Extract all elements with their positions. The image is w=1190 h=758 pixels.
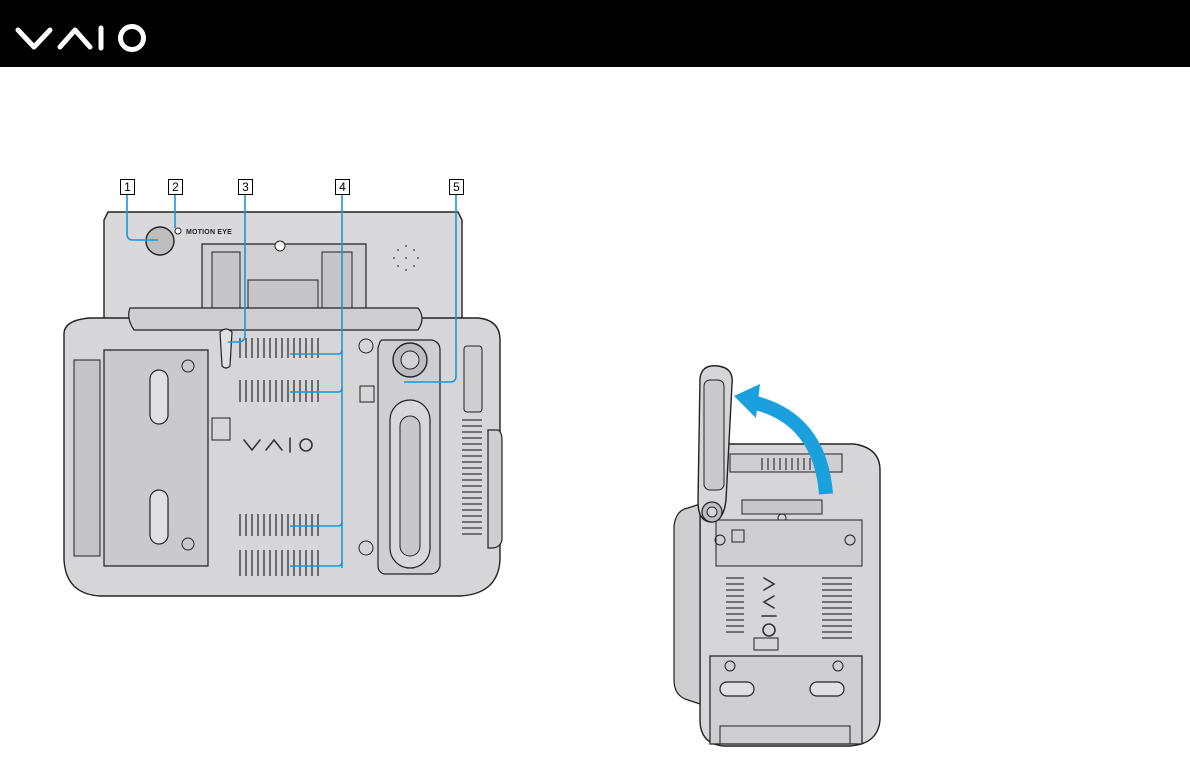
- side-view-diagram: [0, 0, 1190, 758]
